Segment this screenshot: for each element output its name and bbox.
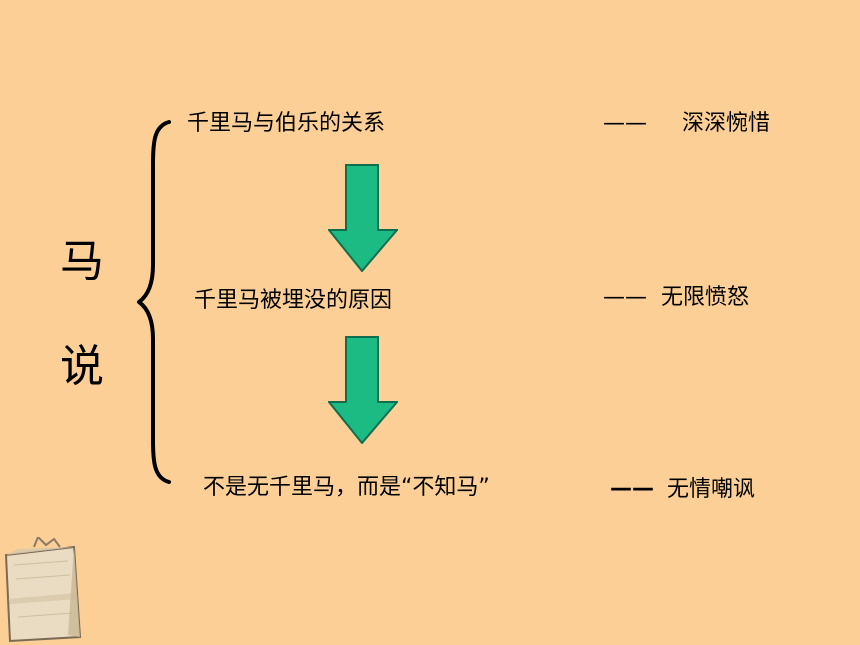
title-character-shuo: 说 — [60, 341, 104, 392]
curly-brace-icon — [137, 120, 171, 484]
down-arrow-icon — [328, 336, 398, 444]
dash-3: —— — [610, 476, 654, 501]
down-arrow-icon — [328, 164, 398, 272]
title-character-ma: 马 — [60, 236, 104, 287]
flow-text-relationship: 千里马与伯乐的关系 — [187, 111, 386, 136]
dash-1: —— — [603, 111, 647, 136]
emotion-anger: 无限愤怒 — [661, 285, 750, 310]
flow-text-cause: 千里马被埋没的原因 — [194, 288, 393, 313]
paper-icon — [4, 537, 82, 643]
flow-text-conclusion: 不是无千里马，而是“不知马” — [203, 475, 490, 500]
emotion-regret: 深深惋惜 — [682, 111, 771, 136]
emotion-ridicule: 无情嘲讽 — [667, 477, 756, 502]
dash-2: —— — [603, 285, 647, 310]
